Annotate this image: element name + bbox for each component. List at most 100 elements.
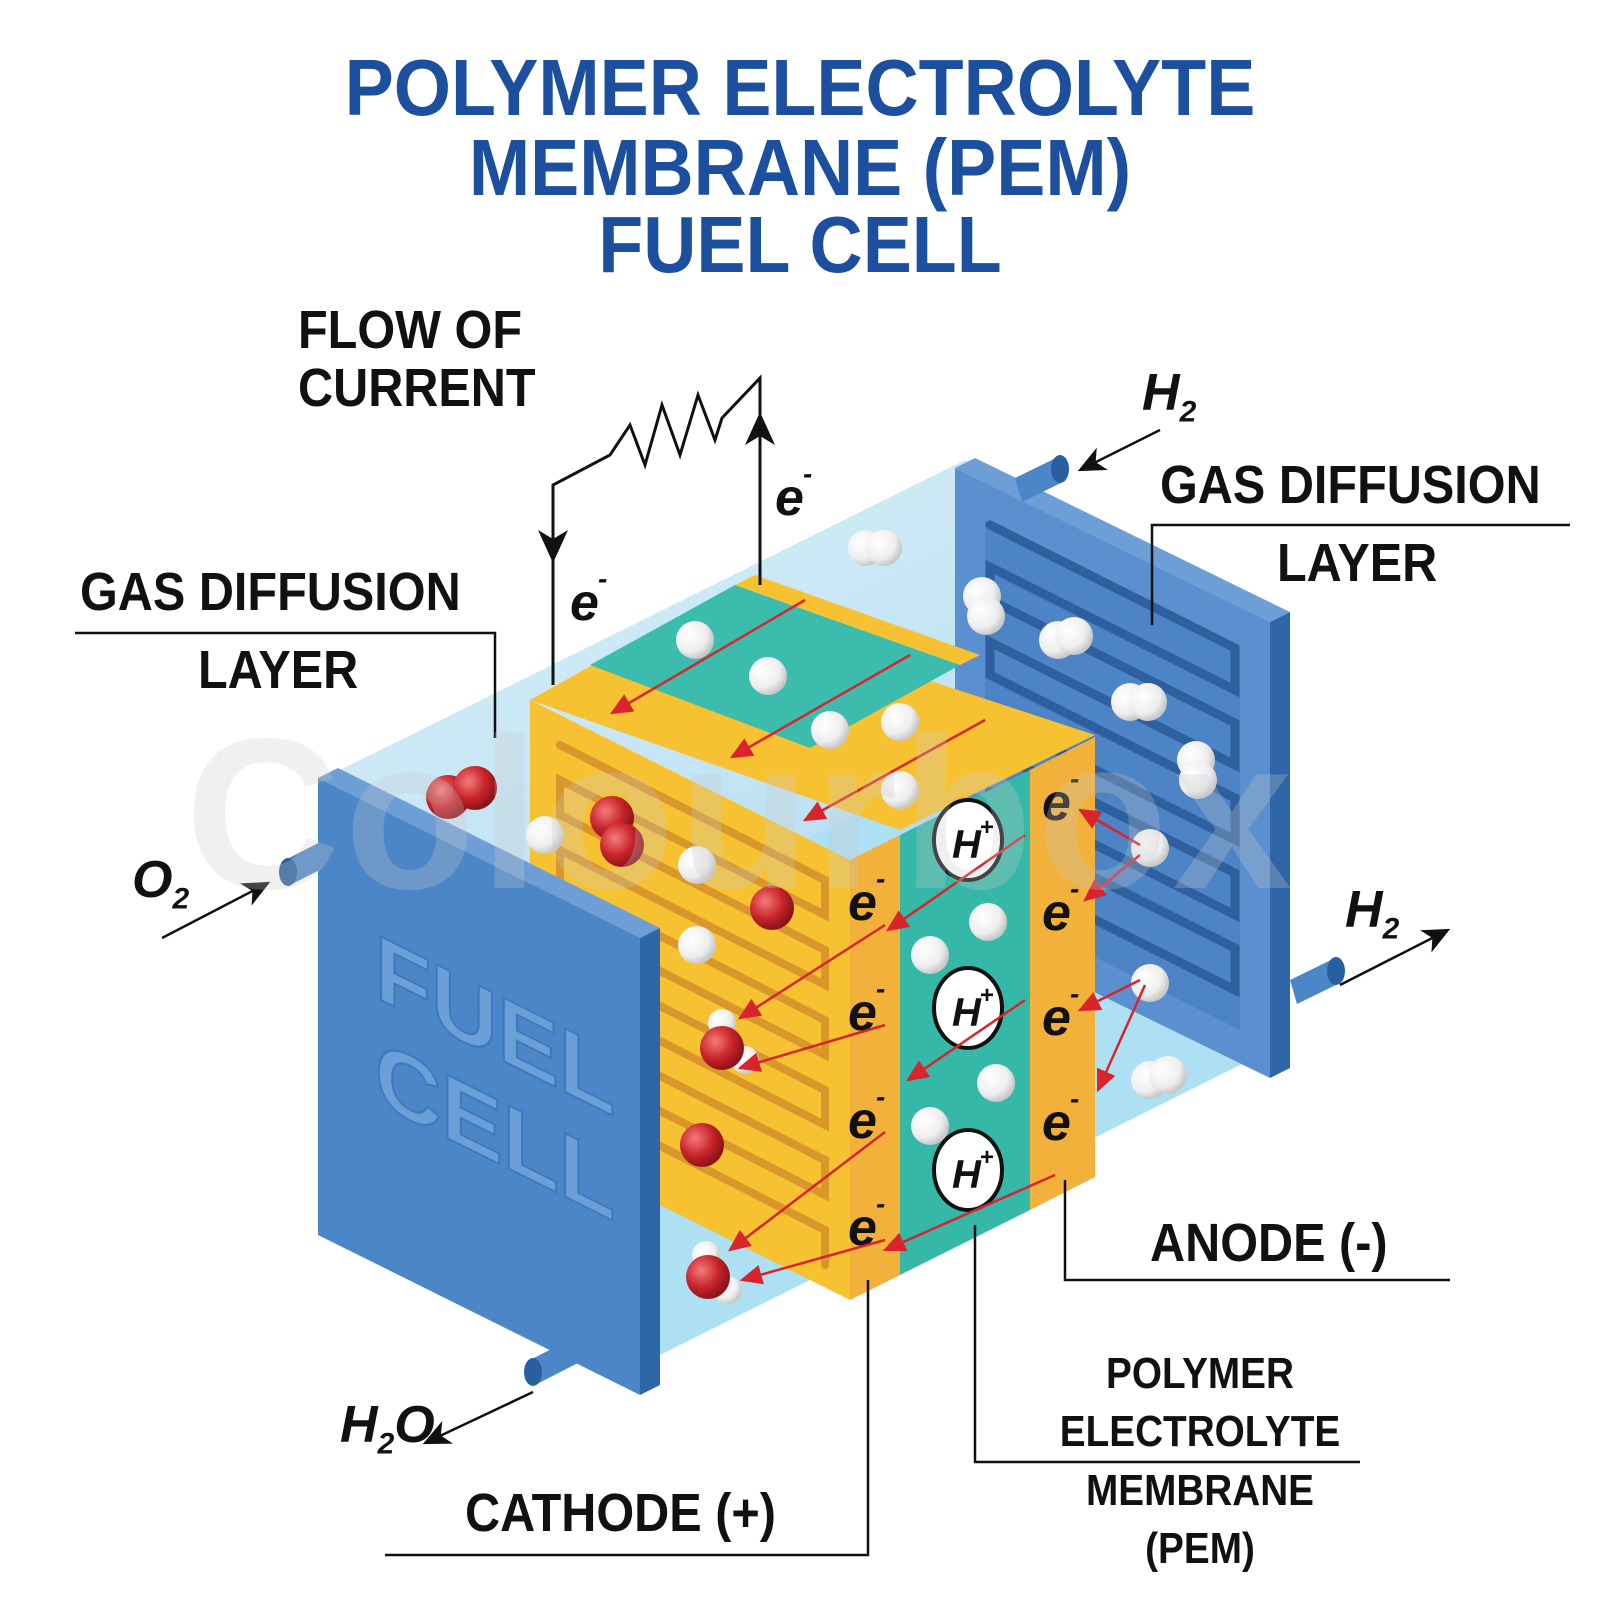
svg-text:H: H — [952, 1153, 982, 1197]
flow-arrow — [737, 923, 886, 1020]
h2o-outlet-pipe — [524, 1320, 615, 1386]
flow-arrow — [1096, 984, 1147, 1093]
hydrogen-atom — [678, 926, 716, 964]
oxygen-atom — [750, 886, 794, 930]
left-gas-plate — [318, 768, 660, 1395]
oxygen-molecules — [426, 766, 794, 1167]
svg-text:-: - — [876, 1081, 885, 1112]
title-line-3: FUEL CELL — [598, 200, 1002, 289]
proton: H + — [932, 798, 1004, 882]
flow-arrow — [1083, 854, 1141, 902]
svg-text:e: e — [1042, 774, 1071, 832]
external-circuit — [538, 374, 775, 685]
flow-arrow — [905, 998, 1026, 1082]
h2-in-arrow — [1077, 428, 1161, 472]
flow-arrow — [737, 1023, 886, 1072]
electron: e- — [848, 863, 885, 932]
proton: H + — [932, 1128, 1004, 1212]
svg-text:-: - — [1070, 873, 1079, 904]
leader-anode — [1063, 1180, 1450, 1282]
hydrogen-atom — [1129, 683, 1167, 721]
water-molecules — [686, 1009, 759, 1304]
water-oxygen-atom — [700, 1026, 744, 1070]
label-flow-of-current-line-2: CURRENT — [298, 358, 536, 418]
flow-arrow — [1077, 978, 1141, 1012]
title-line-1: POLYMER ELECTROLYTE — [344, 43, 1256, 132]
svg-text:+: + — [980, 982, 994, 1009]
anode-electrons: e- e- e- e- — [1042, 763, 1079, 1152]
label-flow-of-current-line-1: FLOW OF — [298, 300, 523, 360]
flow-arrow — [882, 1173, 1056, 1252]
hydrogen-atom — [881, 703, 919, 741]
svg-text:e: e — [848, 874, 877, 932]
h2o-out-arrow — [422, 1390, 534, 1445]
svg-text:-: - — [1070, 1083, 1079, 1114]
svg-text:-: - — [598, 563, 607, 594]
label-pem-line-4: (PEM) — [1145, 1524, 1255, 1573]
label-gas-diffusion-left-line-2: LAYER — [198, 640, 359, 700]
red-flow-arrows — [609, 598, 1147, 1285]
label-pem-line-1: POLYMER — [1106, 1349, 1294, 1398]
watermark: Colourbox — [185, 693, 1296, 934]
hydrogen-atom — [977, 1064, 1015, 1102]
o2-inlet-pipe — [279, 833, 345, 886]
flow-arrow — [729, 653, 911, 759]
leader-pem — [973, 1225, 1360, 1464]
h2-inlet-pipe — [1015, 455, 1069, 502]
electron: e- — [1042, 873, 1079, 942]
hydrogen-atom — [526, 816, 564, 854]
label-o2-in: O2 — [132, 851, 190, 916]
svg-text:-: - — [803, 458, 812, 489]
title-line-2: MEMBRANE (PEM) — [468, 123, 1132, 212]
oxygen-atom — [680, 1123, 724, 1167]
flow-arrow — [739, 1238, 886, 1285]
svg-text:e: e — [775, 469, 804, 527]
label-pem-line-2: ELECTROLYTE — [1059, 1407, 1341, 1456]
hydrogen-atom — [676, 621, 714, 659]
flow-arrow — [728, 1131, 886, 1252]
oxygen-atom — [600, 823, 644, 867]
svg-text:H: H — [952, 991, 982, 1035]
hydrogen-atom — [1179, 761, 1217, 799]
label-h2-out: H2 — [1345, 881, 1400, 946]
hydrogen-atom — [866, 530, 902, 566]
flow-arrow — [802, 718, 986, 822]
svg-text:-: - — [1070, 763, 1079, 794]
electron: e- — [775, 458, 812, 527]
proton: H + — [932, 966, 1004, 1050]
hydrogen-atom — [749, 657, 787, 695]
anode-layer — [1030, 737, 1095, 1210]
hydrogen-atom — [678, 846, 716, 884]
hydrogen-atom — [1149, 1056, 1187, 1094]
label-h2-in: H2 — [1142, 364, 1197, 429]
svg-text:e: e — [570, 574, 599, 632]
label-cathode: CATHODE (+) — [465, 1483, 776, 1543]
label-gas-diffusion-right-line-1: GAS DIFFUSION — [1160, 455, 1541, 515]
leader-gas-diffusion-left — [75, 631, 497, 738]
o2-in-arrow — [161, 881, 271, 940]
svg-text:e: e — [848, 984, 877, 1042]
electron: e- — [570, 563, 607, 632]
pipes — [279, 455, 1345, 1386]
hydrogen-atom — [911, 1107, 949, 1145]
flow-arrow — [609, 598, 806, 715]
svg-text:e: e — [1042, 989, 1071, 1047]
hydrogen-atom — [1131, 829, 1169, 867]
flow-arrow — [885, 833, 1026, 932]
water-oxygen-atom — [686, 1255, 730, 1299]
label-gas-diffusion-right-line-2: LAYER — [1277, 533, 1438, 593]
svg-text:e: e — [1042, 884, 1071, 942]
circuit-electrons: e- e- — [570, 458, 812, 632]
label-anode: ANODE (-) — [1150, 1213, 1388, 1273]
protons: H + H + H + — [932, 798, 1004, 1212]
electron: e- — [1042, 978, 1079, 1047]
hydrogen-atom — [881, 771, 919, 809]
svg-text:+: + — [980, 1144, 994, 1171]
leader-cathode — [385, 1280, 870, 1557]
electron: e- — [1042, 763, 1079, 832]
svg-text:-: - — [876, 863, 885, 894]
circuit-wire-with-resistor — [551, 374, 762, 685]
svg-text:-: - — [1070, 978, 1079, 1009]
h2-out-arrow — [1339, 928, 1451, 987]
